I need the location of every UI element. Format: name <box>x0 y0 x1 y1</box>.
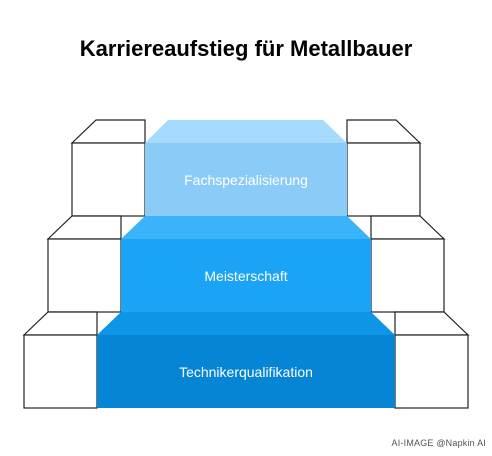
step-front-3 <box>145 143 347 216</box>
side-block-bottom-left <box>22 311 98 409</box>
step-front-1 <box>97 335 395 408</box>
side-block-middle-right <box>370 215 446 313</box>
side-block-bottom-right <box>394 311 470 409</box>
step-front-2 <box>121 239 371 312</box>
side-block-top-right <box>346 119 422 217</box>
side-block-middle-left <box>46 215 122 313</box>
step-label-1: Technikerqualifikation <box>179 364 313 380</box>
step-label-2: Meisterschaft <box>204 268 287 284</box>
step-label-3: Fachspezialisierung <box>184 172 308 188</box>
step-top-face-3 <box>145 120 347 143</box>
side-block-top-left <box>70 119 146 217</box>
footer-credit: AI-IMAGE @Napkin AI <box>391 438 486 448</box>
step-top-face-2 <box>121 216 371 239</box>
step-top-face-1 <box>97 312 395 335</box>
page-title: Karriereaufstieg für Metallbauer <box>79 36 413 61</box>
